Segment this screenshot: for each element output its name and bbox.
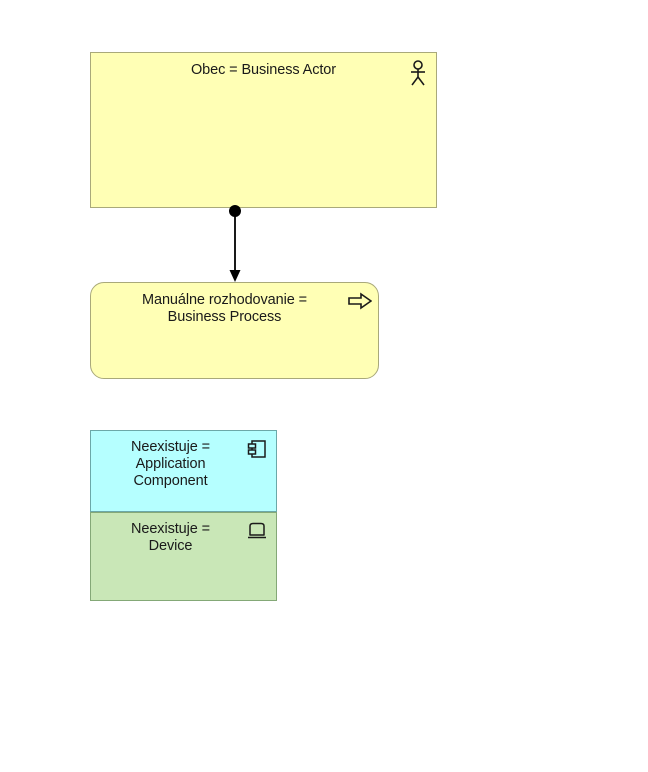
business-process-arrow-icon [348,292,373,310]
archimate-node-business-process[interactable]: Manuálne rozhodovanie = Business Process [90,282,379,379]
application-component-icon [247,439,267,459]
assignment-source-ball [229,205,241,217]
device-label: Neexistuje = Device [131,521,210,555]
business-actor-label: Obec = Business Actor [191,62,336,78]
archimate-node-application-component[interactable]: Neexistuje = Application Component [90,430,277,512]
assignment-relationship-connector[interactable] [215,200,255,288]
archimate-node-business-actor[interactable]: Obec = Business Actor [90,52,437,208]
business-process-label: Manuálne rozhodovanie = Business Process [142,292,307,326]
business-actor-icon [408,60,428,86]
assignment-target-arrowhead [229,270,241,282]
device-icon [247,521,267,541]
application-component-label: Neexistuje = Application Component [131,439,210,490]
archimate-node-device[interactable]: Neexistuje = Device [90,512,277,601]
